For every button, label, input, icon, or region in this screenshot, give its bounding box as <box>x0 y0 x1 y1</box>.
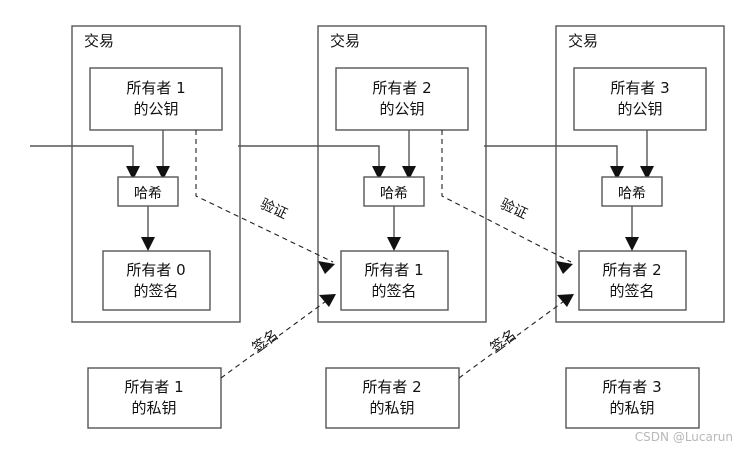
signature-box-3 <box>578 250 687 311</box>
public-key-label-1-line1: 所有者 1 <box>126 79 185 97</box>
verify-label-2: 验证 <box>498 196 530 222</box>
hash-label-2: 哈希 <box>380 186 408 202</box>
private-key-label-3-line1: 所有者 3 <box>602 378 661 396</box>
pubkey-to-hash-arrowhead-3 <box>640 166 654 180</box>
hash-label-3: 哈希 <box>618 186 646 202</box>
verify-label-1: 验证 <box>258 196 290 222</box>
chain-input-line-1 <box>30 145 134 167</box>
chain-input-arrowhead-2 <box>372 166 386 180</box>
private-key-group-2: 所有者 2 的私钥 <box>325 367 460 429</box>
public-key-label-2-line2: 的公钥 <box>379 100 424 118</box>
signature-box-2 <box>340 250 449 311</box>
chain-input-arrowhead-1 <box>126 166 140 180</box>
verify-arrowhead-2 <box>556 261 573 274</box>
signature-label-3-line2: 的签名 <box>609 282 654 300</box>
transaction-group-2: 交易 所有者 2 的公钥 哈希 所有者 1 的签名 <box>238 25 487 323</box>
transaction-group-1: 交易 所有者 1 的公钥 哈希 所有者 0 的签名 <box>30 25 241 323</box>
public-key-label-3-line1: 所有者 3 <box>610 79 669 97</box>
public-key-label-1-line2: 的公钥 <box>133 100 178 118</box>
private-key-label-1-line1: 所有者 1 <box>124 378 183 396</box>
transaction-title-3: 交易 <box>568 32 598 50</box>
sign-arrowhead-2 <box>557 294 574 307</box>
private-key-group-3: 所有者 3 的私钥 <box>565 367 700 429</box>
hash-box-2 <box>363 176 425 207</box>
hash-to-signature-arrowhead-3 <box>625 237 639 251</box>
sign-arrowhead-1 <box>319 294 336 307</box>
private-key-box-3 <box>565 367 700 429</box>
hash-box-3 <box>601 176 663 207</box>
sign-label-1: 签名 <box>249 326 282 356</box>
verify-edge-path-2 <box>441 130 572 263</box>
private-key-group-1: 所有者 1 的私钥 <box>87 367 222 429</box>
hash-to-signature-arrowhead-2 <box>387 237 401 251</box>
verify-edge-path-1 <box>195 130 334 263</box>
signature-label-2-line1: 所有者 1 <box>364 261 423 279</box>
sign-label-2: 签名 <box>487 326 520 356</box>
public-key-label-2-line1: 所有者 2 <box>372 79 431 97</box>
public-key-label-3-line2: 的公钥 <box>617 100 662 118</box>
private-key-box-1 <box>87 367 222 429</box>
transaction-group-3: 交易 所有者 3 的公钥 哈希 所有者 2 的签名 <box>484 25 725 323</box>
chain-input-line-3 <box>484 145 618 167</box>
signature-label-2-line2: 的签名 <box>371 282 416 300</box>
watermark-text: CSDN @Lucarun <box>635 430 733 444</box>
public-key-box-3 <box>573 67 707 131</box>
private-key-label-2-line2: 的私钥 <box>369 399 414 417</box>
hash-to-signature-arrowhead-1 <box>141 237 155 251</box>
public-key-box-1 <box>89 67 223 131</box>
chain-input-line-2 <box>238 145 380 167</box>
signature-label-3-line1: 所有者 2 <box>602 261 661 279</box>
private-key-label-2-line1: 所有者 2 <box>362 378 421 396</box>
signature-box-1 <box>102 250 211 311</box>
pubkey-to-hash-arrowhead-1 <box>156 166 170 180</box>
transaction-title-1: 交易 <box>84 32 114 50</box>
public-key-box-2 <box>335 67 469 131</box>
chain-input-arrowhead-3 <box>610 166 624 180</box>
signature-label-1-line2: 的签名 <box>133 282 178 300</box>
pubkey-to-hash-arrowhead-2 <box>402 166 416 180</box>
private-key-label-1-line2: 的私钥 <box>131 399 176 417</box>
hash-label-1: 哈希 <box>134 186 162 202</box>
verify-arrowhead-1 <box>318 261 335 274</box>
private-key-label-3-line2: 的私钥 <box>609 399 654 417</box>
transaction-title-2: 交易 <box>330 32 360 50</box>
signature-label-1-line1: 所有者 0 <box>126 261 185 279</box>
private-key-box-2 <box>325 367 460 429</box>
